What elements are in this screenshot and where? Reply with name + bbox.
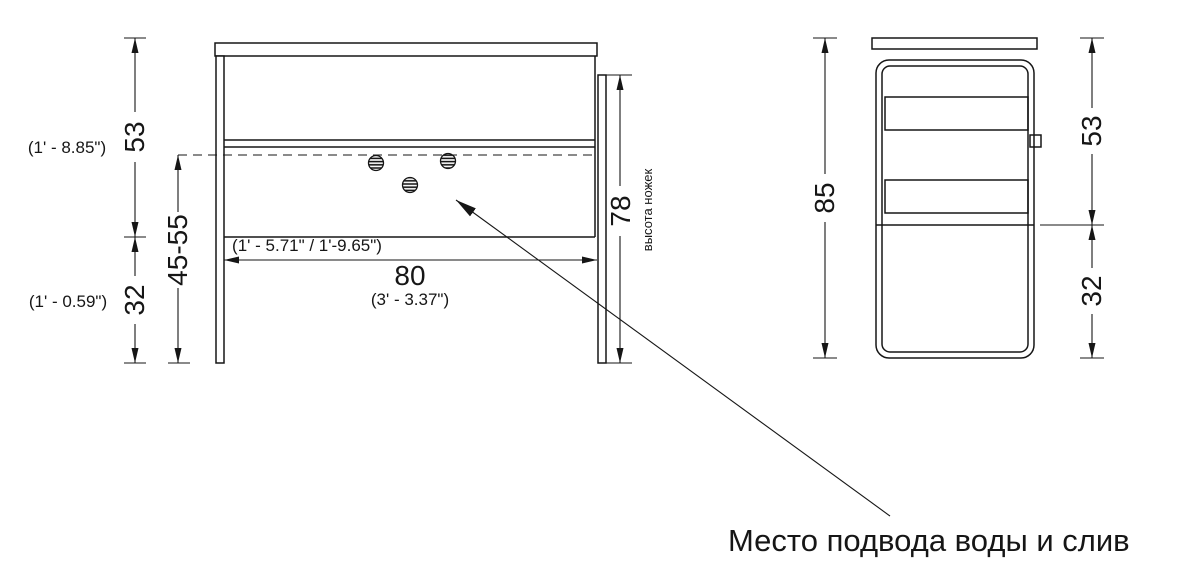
- side-drawer-bottom: [884, 179, 1029, 214]
- front-dimensions: 53 (1' - 8.85") 32 (1' - 0.59") 45-55 (1…: [28, 37, 655, 364]
- callout-arrow: [455, 199, 891, 517]
- front-dim-80-imperial: (3' - 3.37"): [371, 290, 449, 309]
- front-right-leg: [597, 74, 607, 364]
- side-hook: [1029, 134, 1042, 148]
- front-countertop: [214, 42, 598, 57]
- front-dim-80-label: 80: [394, 260, 425, 291]
- side-frame-outer: [875, 59, 1035, 359]
- front-dim-78-label: 78: [605, 195, 636, 226]
- front-dim-45-55-label: 45-55: [162, 214, 193, 286]
- callout-label: Место подвода воды и слив: [728, 523, 1130, 558]
- front-dim-32-label: 32: [119, 284, 150, 315]
- front-dim-78-note: высота ножек: [640, 169, 655, 252]
- water-holes: [367, 152, 457, 194]
- water-hole-left: [367, 154, 385, 172]
- water-callout: Место подвода воды и слив: [455, 199, 1130, 558]
- side-dim-85-label: 85: [809, 182, 840, 213]
- side-dimensions: 85 53 32: [809, 37, 1107, 359]
- front-dim-53-label: 53: [119, 121, 150, 152]
- side-countertop: [871, 37, 1038, 50]
- front-dim-53-imperial: (1' - 8.85"): [28, 138, 106, 157]
- front-view: [178, 42, 607, 364]
- front-left-leg: [215, 55, 225, 364]
- water-hole-right: [439, 152, 457, 170]
- side-dim-32-label: 32: [1076, 275, 1107, 306]
- side-drawer-top: [884, 96, 1029, 131]
- front-dim-45-55-imperial: (1' - 5.71" / 1'-9.65"): [232, 236, 382, 255]
- side-frame-inner: [881, 65, 1029, 353]
- front-dim-32-imperial: (1' - 0.59"): [29, 292, 107, 311]
- side-view: [871, 37, 1042, 359]
- water-hole-center: [401, 176, 419, 194]
- side-dim-53-label: 53: [1076, 115, 1107, 146]
